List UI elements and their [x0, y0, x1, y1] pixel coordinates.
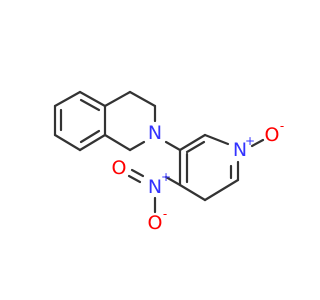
charge-minus: -	[163, 207, 167, 221]
charge-plus: +	[245, 134, 255, 148]
bond	[128, 140, 146, 152]
charge-minus: -	[280, 119, 284, 133]
bond	[53, 90, 82, 108]
double-bond-inner	[79, 98, 101, 112]
bond	[164, 175, 182, 187]
bond	[78, 133, 107, 152]
double-bond	[127, 174, 142, 184]
benzene-ring	[53, 90, 107, 152]
bond	[78, 90, 107, 108]
bond	[178, 183, 207, 202]
atom-n-ring: N	[148, 122, 162, 144]
bond	[203, 178, 240, 202]
bond	[128, 90, 157, 108]
atom-n-nitro: N	[148, 176, 162, 198]
atom-o-nitro-single: O	[148, 212, 163, 234]
atom-o-oxide: O	[265, 124, 280, 146]
molecule-diagram: N N + O - N + O O -	[53, 90, 284, 234]
charge-plus: +	[161, 170, 171, 184]
bond	[53, 133, 82, 152]
double-bond-inner	[185, 140, 206, 154]
double-bond	[130, 168, 145, 178]
bond	[103, 90, 132, 108]
bond	[203, 133, 230, 146]
atom-o-nitro-double: O	[112, 157, 127, 179]
piperidine-ring	[103, 90, 157, 152]
double-bond-inner	[79, 129, 101, 144]
bond	[178, 133, 207, 152]
bond	[103, 133, 132, 152]
bond	[164, 140, 182, 152]
bond	[250, 138, 265, 148]
pyridine-ring	[178, 133, 240, 202]
atom-n-pyridine: N	[233, 139, 247, 161]
